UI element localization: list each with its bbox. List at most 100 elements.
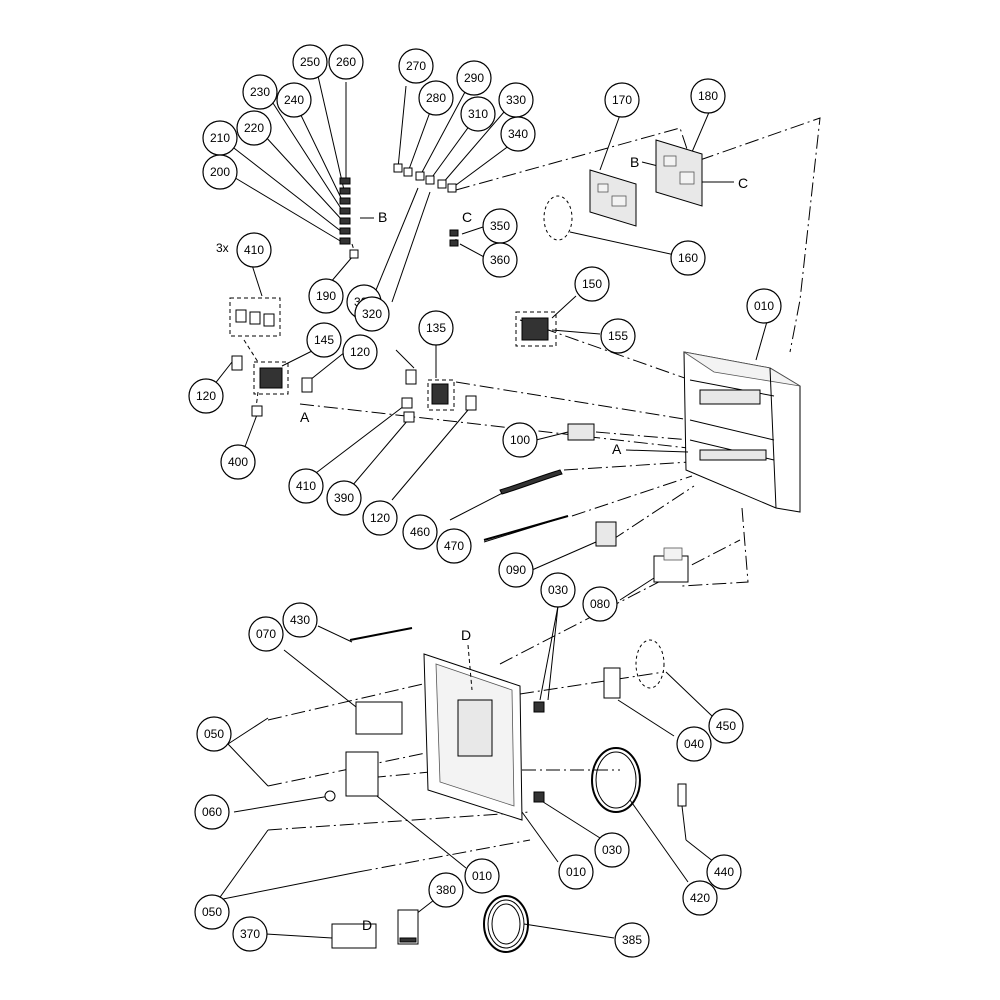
callout-circle <box>402 514 438 550</box>
callout-310: 310 <box>460 96 496 132</box>
label-C1: C <box>738 175 748 191</box>
callout-number: 250 <box>300 55 320 69</box>
callout-080: 080 <box>582 586 618 622</box>
callout-number: 350 <box>490 219 510 233</box>
callout-135: 135 <box>418 310 454 346</box>
callout-circle <box>574 266 610 302</box>
callout-number: 090 <box>506 563 526 577</box>
ring-420 <box>591 747 641 813</box>
callout-circle <box>746 288 782 324</box>
switch-block <box>401 379 477 423</box>
callout-320: 320 <box>354 296 390 332</box>
callout-circle <box>690 78 726 114</box>
callout-380: 380 <box>428 872 464 908</box>
callout-430: 430 <box>282 602 318 638</box>
label-C2: C <box>462 209 472 225</box>
callout-030b: 030 <box>594 832 630 868</box>
callout-number: 210 <box>210 131 230 145</box>
main-housing <box>683 351 801 513</box>
callout-030a: 030 <box>540 572 576 608</box>
callout-circle <box>248 616 284 652</box>
callout-number: 135 <box>426 321 446 335</box>
callout-230: 230 <box>242 74 278 110</box>
callout-number: 030 <box>602 843 622 857</box>
bottom-parts <box>331 895 529 953</box>
callout-350: 350 <box>482 208 518 244</box>
callout-circle <box>436 528 472 564</box>
callout-circle <box>398 48 434 84</box>
callout-circle <box>498 552 534 588</box>
callout-440: 440 <box>706 854 742 890</box>
callout-150: 150 <box>574 266 610 302</box>
callout-090: 090 <box>498 552 534 588</box>
label-D2: D <box>362 917 372 933</box>
callout-circle <box>292 44 328 80</box>
callout-number: 060 <box>202 805 222 819</box>
callout-number: 280 <box>426 91 446 105</box>
callout-circle <box>706 854 742 890</box>
callout-120c: 120 <box>362 500 398 536</box>
callout-number: 010 <box>472 869 492 883</box>
screwdriver-440 <box>677 783 687 841</box>
callout-circle <box>288 468 324 504</box>
callout-number: 155 <box>608 329 628 343</box>
parts-090-080 <box>595 521 689 583</box>
callout-010a: 010 <box>746 288 782 324</box>
callout-180: 180 <box>690 78 726 114</box>
callout-010c: 010 <box>558 854 594 890</box>
callout-number: 240 <box>284 93 304 107</box>
callout-number: 385 <box>622 933 642 947</box>
callout-410a: 410 <box>236 232 272 268</box>
callout-number: 470 <box>444 539 464 553</box>
callout-010b: 010 <box>464 858 500 894</box>
callout-number: 390 <box>334 491 354 505</box>
callout-circle <box>236 110 272 146</box>
callout-number: 370 <box>240 927 260 941</box>
callout-number: 360 <box>490 253 510 267</box>
callout-number: 460 <box>410 525 430 539</box>
callout-number: 340 <box>508 127 528 141</box>
callout-390: 390 <box>326 480 362 516</box>
callout-210: 210 <box>202 120 238 156</box>
label-B2: B <box>630 154 639 170</box>
callout-number: 290 <box>464 71 484 85</box>
callout-number: 100 <box>510 433 530 447</box>
letter-labels: B B C C A A D D 3x <box>216 154 748 933</box>
callout-number: 450 <box>716 719 736 733</box>
callout-circle <box>456 60 492 96</box>
callout-circle <box>460 96 496 132</box>
callout-circle <box>418 80 454 116</box>
callout-120a: 120 <box>188 378 224 414</box>
callout-number: 320 <box>362 307 382 321</box>
callout-circle <box>582 586 618 622</box>
callout-circle <box>708 708 744 744</box>
callout-circle <box>308 278 344 314</box>
pin-row <box>393 163 457 193</box>
callout-number: 070 <box>256 627 276 641</box>
callout-number: 170 <box>612 93 632 107</box>
callout-circle <box>196 716 232 752</box>
callout-470: 470 <box>436 528 472 564</box>
callout-circle <box>342 334 378 370</box>
callout-number: 200 <box>210 165 230 179</box>
callout-circle <box>362 500 398 536</box>
callout-number: 040 <box>684 737 704 751</box>
callout-circle <box>194 894 230 930</box>
callout-circle <box>670 240 706 276</box>
callout-155: 155 <box>600 318 636 354</box>
callout-190: 190 <box>308 278 344 314</box>
callout-450: 450 <box>708 708 744 744</box>
callout-number: 430 <box>290 613 310 627</box>
callout-number: 120 <box>350 345 370 359</box>
relay-block <box>231 355 417 417</box>
callout-460: 460 <box>402 514 438 550</box>
callout-circle <box>242 74 278 110</box>
front-cover <box>324 627 545 821</box>
callout-160: 160 <box>670 240 706 276</box>
callout-385: 385 <box>614 922 650 958</box>
callout-circle <box>220 444 256 480</box>
callout-circle <box>276 82 312 118</box>
callout-250: 250 <box>292 44 328 80</box>
callout-number: 410 <box>244 243 264 257</box>
